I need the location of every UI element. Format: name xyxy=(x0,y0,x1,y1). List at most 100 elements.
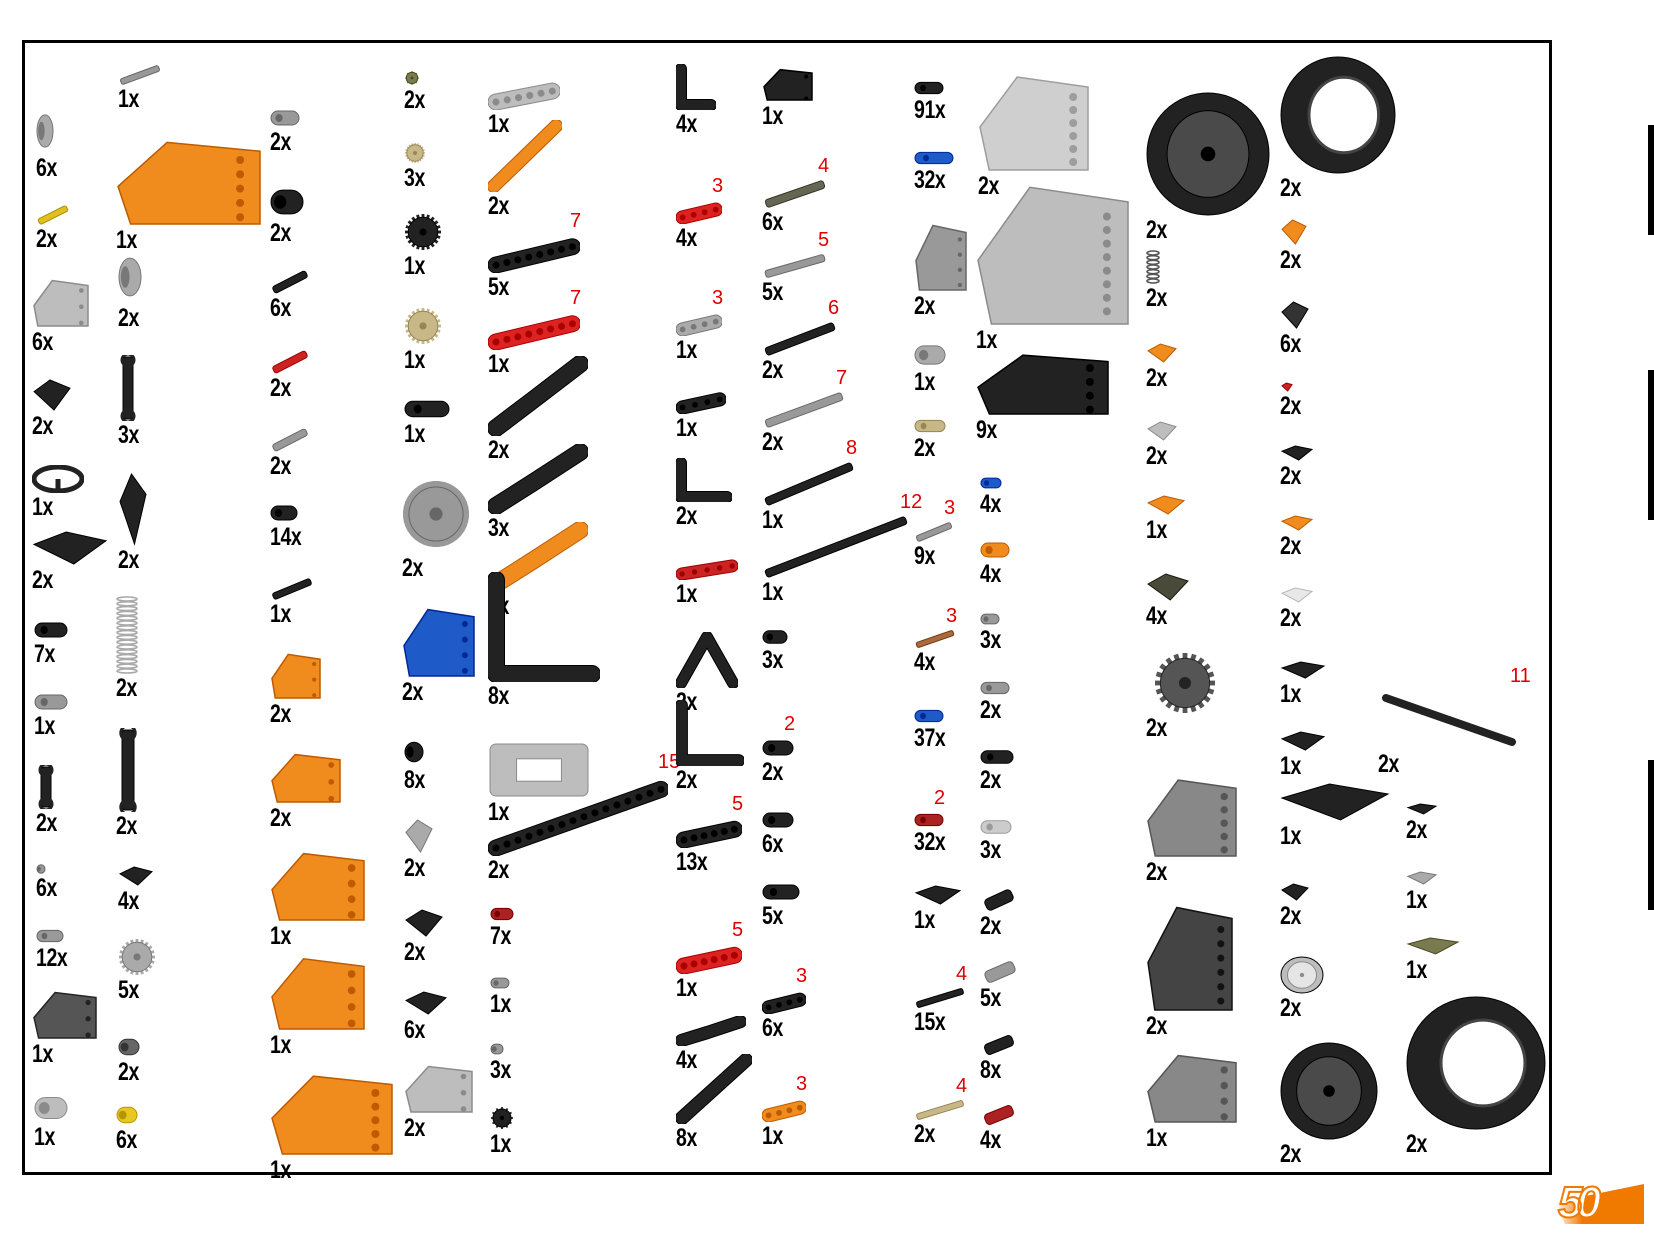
bush-round-icon xyxy=(34,1093,68,1128)
axle-grey-icon xyxy=(762,254,828,283)
part-quantity: 2x xyxy=(980,912,1001,940)
part-quantity: 1x xyxy=(914,906,935,934)
axle-grey-icon xyxy=(914,522,954,547)
spring-small-icon xyxy=(1146,250,1160,289)
part-quantity: 1x xyxy=(404,420,425,448)
part-quantity: 2x xyxy=(270,128,291,156)
part-quantity: 2x xyxy=(1146,714,1167,742)
pin-crank-black-icon xyxy=(404,398,450,425)
part-quantity: 2x xyxy=(1280,994,1301,1022)
part-quantity: 13x xyxy=(676,848,708,876)
motor-medium-icon xyxy=(1146,1052,1238,1129)
part-length-label: 15 xyxy=(658,751,681,773)
pulley-frame-icon xyxy=(404,1064,474,1119)
part-quantity: 32x xyxy=(914,166,946,194)
turntable-icon xyxy=(1146,652,1224,719)
pin-red-icon xyxy=(914,812,944,833)
gear-12-icon xyxy=(490,1106,514,1135)
beam-l-thin-icon xyxy=(675,457,733,507)
axle-joint-icon xyxy=(980,888,1018,917)
part-quantity: 1x xyxy=(270,1031,291,1059)
part-quantity: 5x xyxy=(488,273,509,301)
part-quantity: 1x xyxy=(488,798,509,826)
part-length-label: 6 xyxy=(828,297,840,319)
motor-housing-icon xyxy=(978,72,1090,177)
pin-crank-icon xyxy=(36,108,54,159)
part-quantity: 2x xyxy=(32,566,53,594)
part-quantity: 2x xyxy=(404,86,425,114)
part-length-label: 11 xyxy=(1510,665,1531,687)
axle-brown-icon xyxy=(914,630,956,653)
part-quantity: 1x xyxy=(118,85,139,113)
part-quantity: 2x xyxy=(270,700,291,728)
rim-large-icon xyxy=(1146,92,1270,221)
part-quantity: 3x xyxy=(488,514,509,542)
part-length-label: 7 xyxy=(570,210,582,232)
spring-icon xyxy=(116,596,138,679)
part-quantity: 2x xyxy=(762,356,783,384)
axle-black-icon xyxy=(762,322,838,361)
steering-knuckle-icon xyxy=(914,222,968,297)
part-quantity: 3x xyxy=(980,626,1001,654)
brick-2x2-icon xyxy=(1146,572,1190,607)
beam-l-small-icon xyxy=(675,63,717,115)
part-quantity: 2x xyxy=(404,1114,425,1142)
pin-red-icon xyxy=(490,906,514,927)
beam-frame-icon xyxy=(488,742,590,803)
part-quantity: 2x xyxy=(404,854,425,882)
orange-panel-small-icon xyxy=(270,955,366,1036)
part-quantity: 5x xyxy=(762,902,783,930)
pin-tan-icon xyxy=(914,418,946,439)
ball-joint-icon xyxy=(32,378,72,417)
round-plate-orange-icon xyxy=(1280,514,1314,537)
tire-medium-icon xyxy=(1406,996,1546,1135)
pin-connector-grey-icon xyxy=(36,928,64,949)
part-quantity: 2x xyxy=(116,812,137,840)
part-quantity: 1x xyxy=(1146,1124,1167,1152)
part-length-label: 5 xyxy=(732,793,744,815)
beam-bent-3-icon xyxy=(487,521,589,597)
beam-short-icon xyxy=(675,818,743,853)
part-quantity: 6x xyxy=(762,208,783,236)
pin-connector-icon xyxy=(34,620,68,645)
part-quantity: 1x xyxy=(762,506,783,534)
axle-grey-icon xyxy=(762,392,846,433)
part-quantity: 4x xyxy=(676,1046,697,1074)
part-quantity: 1x xyxy=(488,350,509,378)
part-quantity: 15x xyxy=(914,1008,946,1036)
part-quantity: 6x xyxy=(36,154,57,182)
part-length-label: 3 xyxy=(796,965,808,987)
edge-marker xyxy=(1648,125,1654,235)
dome-grey-icon xyxy=(1146,420,1178,447)
part-quantity: 1x xyxy=(32,493,53,521)
part-quantity: 2x xyxy=(762,428,783,456)
round-plate-clear-icon xyxy=(1280,586,1314,609)
part-quantity: 1x xyxy=(34,1123,55,1151)
tile-1x2-icon xyxy=(1406,802,1438,821)
wheel-hub-small-icon xyxy=(118,938,156,981)
beam-l-big-icon xyxy=(675,699,746,771)
wedge-small-icon xyxy=(118,865,154,892)
round-plate-black-icon xyxy=(1280,444,1314,467)
part-length-label: 3 xyxy=(712,175,724,197)
plate-olive-icon xyxy=(1406,936,1460,961)
part-quantity: 2x xyxy=(270,374,291,402)
axle-pin-yellow-icon xyxy=(36,205,70,230)
part-quantity: 1x xyxy=(270,922,291,950)
part-length-label: 5 xyxy=(732,919,744,941)
edge-marker xyxy=(1648,760,1654,910)
beam-bent-small-icon xyxy=(674,1052,753,1129)
gear-small-icon xyxy=(404,142,426,169)
part-quantity: 2x xyxy=(1280,392,1301,420)
bush-yellow-icon xyxy=(116,1104,138,1131)
part-length-label: 4 xyxy=(956,963,968,985)
pin-grey-long-icon xyxy=(980,680,1010,701)
part-length-label: 2 xyxy=(784,713,796,735)
pin-long-grey-icon xyxy=(118,250,142,309)
axle-joint-icon xyxy=(980,1034,1018,1061)
axle-connector-icon xyxy=(270,350,310,379)
pin-black-icon xyxy=(914,80,944,101)
orange-bent-panel-icon xyxy=(270,752,342,809)
part-quantity: 2x xyxy=(1378,750,1399,778)
part-quantity: 1x xyxy=(1280,680,1301,708)
